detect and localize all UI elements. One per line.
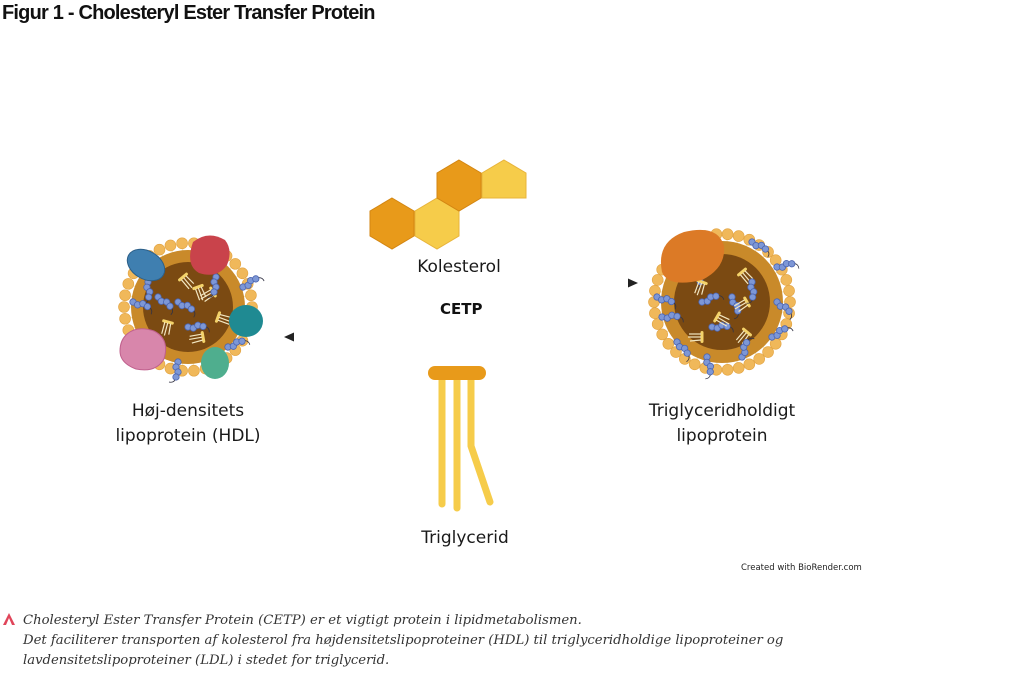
cholesterol-label: Kolesterol xyxy=(417,257,501,277)
phospholipid-head xyxy=(743,358,756,371)
phospholipid-head xyxy=(153,243,166,256)
phospholipid-head xyxy=(662,337,675,350)
phospholipid-head xyxy=(753,353,765,365)
phospholipid-head xyxy=(656,328,668,341)
protein-pink xyxy=(119,328,167,371)
phospholipid-head xyxy=(122,278,135,290)
biorender-credit: Created with BioRender.com xyxy=(741,563,862,573)
hdl-particle-icon xyxy=(118,235,265,383)
phospholipid-head xyxy=(176,237,188,250)
phospholipid-head xyxy=(229,258,242,270)
phospholipid-head xyxy=(732,230,745,242)
protein-orange xyxy=(660,229,725,283)
caption-line-3: lavdensitetslipoproteiner (LDL) i stedet… xyxy=(23,653,390,668)
caption-line-1: Cholesteryl Ester Transfer Protein (CETP… xyxy=(23,613,582,628)
phospholipid-head xyxy=(780,274,793,286)
triglyceride-molecule-icon xyxy=(428,366,494,512)
tg-lipoprotein-label-line1: Triglyceridholdigt xyxy=(648,401,796,421)
phospholipid-head xyxy=(118,301,130,313)
figure-caption: Cholesteryl Ester Transfer Protein (CETP… xyxy=(23,611,783,671)
arrow-left-icon xyxy=(284,332,636,342)
phospholipid-head xyxy=(721,363,734,376)
phospholipid-head xyxy=(119,312,131,325)
phospholipid-head xyxy=(651,318,664,330)
protein-red xyxy=(190,235,230,275)
caption-line-2: Det faciliterer transporten af kolestero… xyxy=(23,633,784,648)
tg-lipoprotein-label: Triglyceridholdigt lipoprotein xyxy=(614,399,830,449)
phospholipid-head xyxy=(721,228,734,241)
triglyceride-rich-lipoprotein-icon xyxy=(648,228,800,380)
figure-title: Figur 1 - Cholesteryl Ester Transfer Pro… xyxy=(2,2,376,24)
cetp-label: CETP xyxy=(440,300,483,318)
tg-lipoprotein-label-line2: lipoprotein xyxy=(676,426,768,446)
cholesterol-molecule-icon xyxy=(369,159,527,250)
caret-up-icon xyxy=(3,613,15,625)
phospholipid-head xyxy=(762,346,774,358)
hdl-label: Høj-densitets lipoprotein (HDL) xyxy=(80,399,296,449)
phospholipid-head xyxy=(651,274,664,286)
phospholipid-head xyxy=(245,289,257,302)
phospholipid-head xyxy=(783,285,795,297)
phospholipid-head xyxy=(688,358,701,371)
phospholipid-head xyxy=(119,289,131,302)
phospholipid-head xyxy=(236,267,249,280)
protein-teal xyxy=(229,305,263,337)
hdl-label-line1: Høj-densitets xyxy=(131,401,245,421)
triglyceride-label: Triglycerid xyxy=(421,528,509,548)
hdl-label-line2: lipoprotein (HDL) xyxy=(115,426,261,446)
protein-blue xyxy=(126,248,166,282)
phospholipid-head xyxy=(188,364,200,377)
protein-green xyxy=(201,347,229,379)
phospholipid-head xyxy=(732,362,745,374)
arrow-right-icon xyxy=(288,278,638,288)
phospholipid-head xyxy=(164,239,177,252)
